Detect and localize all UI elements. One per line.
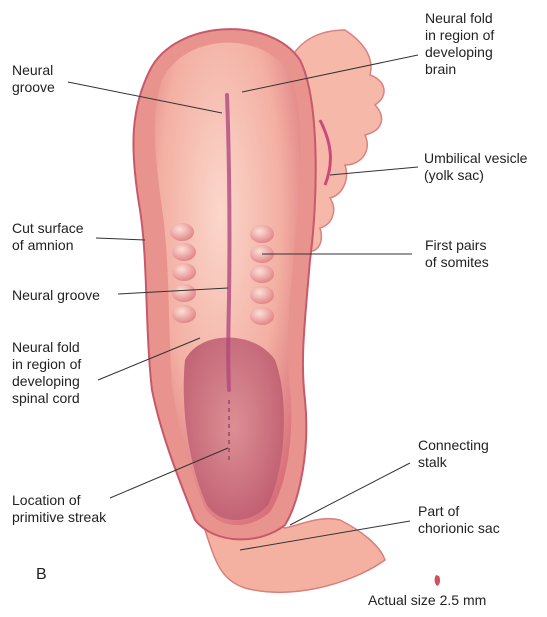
somites-right (250, 225, 274, 325)
actual-size-caption: Actual size 2.5 mm (368, 592, 486, 608)
label-umbilical-vesicle: Umbilical vesicle(yolk sac) (424, 150, 527, 184)
actual-size-embryo-icon (435, 575, 440, 586)
panel-letter: B (36, 566, 47, 584)
label-neural-groove-mid: Neural groove (12, 287, 100, 304)
